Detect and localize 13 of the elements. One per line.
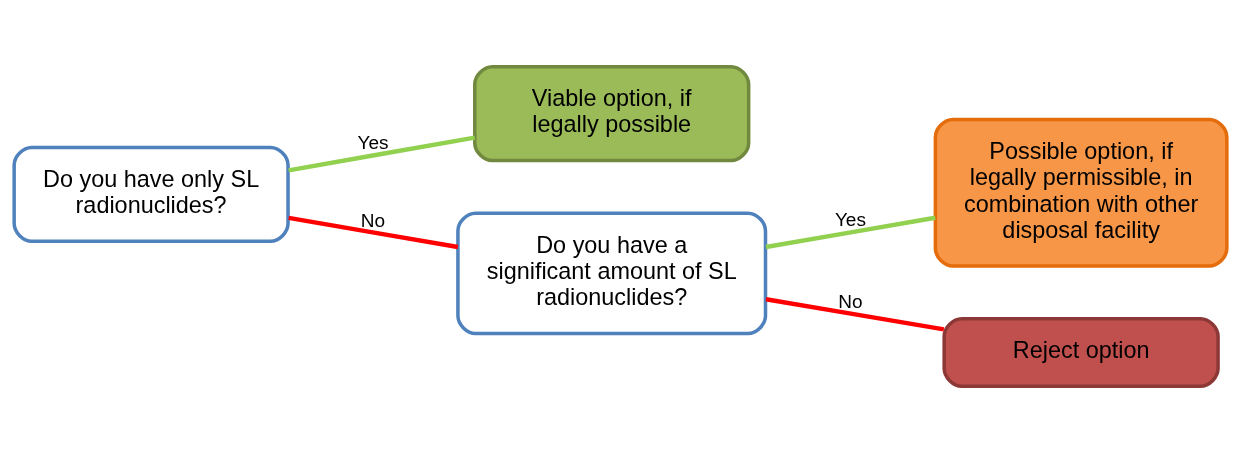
connector bbox=[765, 215, 936, 249]
edge-label: Yes bbox=[357, 131, 389, 153]
edge-label: No bbox=[360, 209, 386, 231]
connector bbox=[765, 296, 945, 332]
node-box: Reject option bbox=[942, 316, 1220, 388]
node-box: Viable option, if legally possible bbox=[473, 64, 751, 162]
node-box: Do you have a significant amount of SL radionuclides? bbox=[456, 211, 768, 335]
edge-label: Yes bbox=[834, 208, 866, 230]
edge-label: No bbox=[838, 290, 863, 312]
connector bbox=[288, 134, 476, 172]
connector bbox=[288, 215, 459, 249]
node-box: Possible option, if legally permissible, in combination with other disposal facility bbox=[933, 117, 1229, 268]
node-box: Do you have only SL radionuclides? bbox=[12, 145, 290, 243]
